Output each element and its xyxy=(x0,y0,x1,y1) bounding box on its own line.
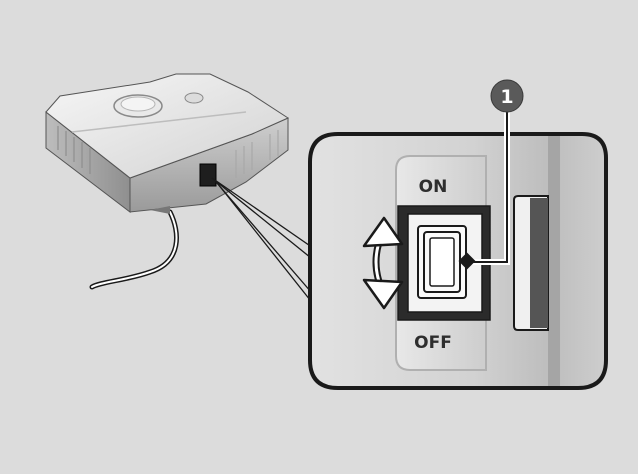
switch-on-label: ON xyxy=(419,177,448,197)
callout-number: 1 xyxy=(500,86,513,108)
zoom-leader-lines xyxy=(211,177,319,311)
compressor-body-icon xyxy=(45,73,290,179)
double-arrow-icon xyxy=(362,216,404,310)
compressor-button xyxy=(184,92,204,104)
callout-badge: 1 xyxy=(490,79,524,113)
callout-leader xyxy=(458,110,510,270)
switch-slot-icon xyxy=(199,163,217,187)
rocker-switch-icon xyxy=(417,225,467,299)
compressor-device xyxy=(45,73,290,290)
switch-off-label: OFF xyxy=(414,333,452,353)
